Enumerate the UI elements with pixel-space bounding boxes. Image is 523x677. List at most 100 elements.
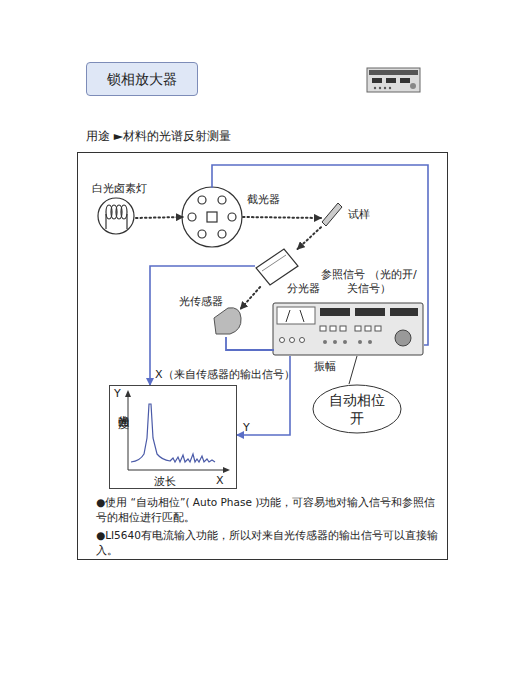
meter-needle	[300, 310, 304, 322]
sensor-symbol	[214, 308, 241, 334]
halogen-lamp: 白光卤素灯	[98, 198, 136, 236]
bubble-outline	[312, 384, 402, 434]
digital-display	[320, 308, 350, 316]
panel-button	[375, 326, 381, 331]
analog-meter	[277, 307, 315, 324]
chopper-hole	[198, 230, 206, 238]
lamp-bulb	[98, 198, 134, 234]
chopper-hole	[198, 196, 206, 204]
sensor-cable	[226, 337, 274, 350]
spectrometer: 分光器	[255, 249, 299, 287]
panel-connector	[290, 338, 295, 343]
panel-button	[340, 326, 346, 331]
panel-led	[358, 340, 362, 344]
node-text: 锁相放大器	[87, 71, 197, 89]
node-text: 振幅	[314, 359, 336, 374]
axis-arrow	[223, 467, 230, 473]
axis-arrow	[125, 390, 131, 397]
instrument-display	[386, 78, 396, 83]
panel-led	[323, 340, 327, 344]
node-text: ●使用 “自动相位”( Auto Phase )功能，可容易地对输入信号和参照信…	[96, 495, 442, 525]
usage-label: 用途 ►材料的光谱反射测量	[86, 128, 231, 145]
panel-led	[343, 340, 347, 344]
node-text: 白光卤素灯	[92, 181, 147, 196]
callout-bubble: 自动相位 开	[312, 384, 402, 434]
edge-label: X（来自传感器的输出信号）	[155, 367, 295, 382]
panel-button	[320, 326, 326, 331]
y-axis	[128, 394, 129, 470]
panel-led	[333, 340, 337, 344]
instrument-display	[372, 78, 382, 83]
photo-sensor: 光传感器	[213, 309, 243, 337]
sample: 试样	[321, 206, 343, 228]
instrument-button	[374, 87, 376, 89]
instrument-case	[273, 303, 423, 355]
lock-in-instrument	[273, 303, 423, 355]
instrument-button	[389, 87, 391, 89]
lamp-symbol	[98, 198, 134, 234]
instrument-button	[379, 87, 381, 89]
chopper-wheel	[182, 187, 242, 247]
x-axis	[128, 470, 226, 471]
digital-display	[355, 308, 385, 316]
chopper-hole	[218, 230, 226, 238]
chopper-hub	[207, 212, 217, 222]
chopper-hole	[218, 196, 226, 204]
sample-plate	[322, 203, 342, 226]
spectrum-graph: Y 光的强度波长 X	[109, 385, 237, 489]
signal-line	[237, 356, 290, 435]
light-path	[298, 227, 322, 249]
spectrum-curve	[131, 404, 215, 462]
edge-label: Y	[243, 421, 250, 434]
instrument-knob	[410, 83, 416, 89]
node-text: 分光器	[287, 281, 320, 296]
chopper: 截光器	[183, 188, 243, 248]
panel-button	[355, 326, 361, 331]
node-text: 自动相位 开	[327, 391, 387, 427]
light-path	[243, 217, 321, 218]
figure-frame: ●使用 “自动相位”( Auto Phase )功能，可容易地对输入信号和参照信…	[77, 152, 448, 560]
lamp-coil	[121, 205, 127, 219]
spectrometer-body	[256, 249, 298, 285]
instrument-button	[384, 87, 386, 89]
node-text: 波长	[154, 474, 176, 489]
node-text: ●LI5640有电流输入功能，所以对来自光传感器的输出信号可以直接输入。	[96, 528, 442, 558]
digital-display	[390, 308, 418, 316]
light-path	[136, 217, 183, 218]
title-box: 锁相放大器	[86, 62, 198, 96]
panel-connector	[280, 338, 285, 343]
panel-led	[368, 340, 372, 344]
meter-needle	[286, 310, 290, 322]
spectrum-plot	[125, 390, 230, 473]
instrument-body	[367, 68, 420, 92]
callout-pointer	[349, 356, 357, 384]
node-text: X	[216, 474, 224, 487]
node-text: 光的强度	[115, 406, 130, 410]
signal-line	[150, 266, 255, 385]
chopper-hole	[188, 213, 196, 221]
bubble-ellipse	[313, 385, 401, 433]
instrument-icon	[367, 68, 420, 92]
lamp-lead	[126, 214, 127, 229]
large-knob	[395, 330, 411, 346]
light-path	[241, 287, 261, 309]
node-text: Y	[114, 387, 121, 400]
panel-connector	[300, 338, 305, 343]
lamp-lead	[105, 214, 106, 229]
spectrometer-slit	[262, 255, 286, 271]
node-text: 截光器	[247, 192, 280, 207]
spectrometer-symbol	[256, 249, 298, 285]
panel-button	[330, 326, 336, 331]
node-text: 试样	[348, 207, 370, 222]
chopper-hole	[228, 213, 236, 221]
lock-in-amplifier: 振幅	[274, 304, 424, 356]
instrument-display	[400, 78, 410, 83]
panel-button	[365, 326, 371, 331]
node-text: 光传感器	[179, 294, 223, 309]
signal-line	[212, 165, 428, 345]
